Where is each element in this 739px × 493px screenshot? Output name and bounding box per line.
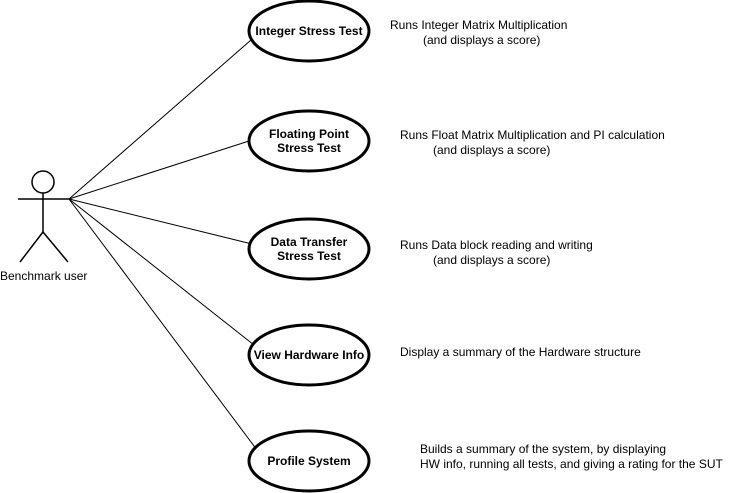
actor-leg-right — [42, 231, 69, 263]
usecase-data-line2: Stress Test — [277, 249, 341, 263]
usecase-float-desc-line2: (and displays a score) — [433, 143, 551, 157]
usecase-data-line1: Data Transfer — [270, 235, 348, 249]
association-hardware — [68, 198, 255, 346]
usecase-data-label: Data Transfer Stress Test — [249, 235, 369, 263]
usecase-profile-description: Builds a summary of the system, by displ… — [420, 442, 723, 472]
usecase-integer-line1: Integer Stress Test — [255, 24, 363, 38]
usecase-data-description: Runs Data block reading and writing (and… — [400, 238, 593, 268]
usecase-profile-line1: Profile System — [267, 454, 351, 468]
usecase-integer-desc-line2: (and displays a score) — [423, 33, 541, 47]
usecase-hardware-ellipse[interactable] — [247, 323, 371, 387]
usecase-data-desc-line2: (and displays a score) — [433, 253, 551, 267]
actor-label: Benchmark user — [0, 269, 88, 283]
association-profile — [68, 198, 258, 451]
usecase-integer-description: Runs Integer Matrix Multiplication (and … — [390, 18, 567, 48]
usecase-float-line2: Stress Test — [277, 141, 341, 155]
usecase-float-description: Runs Float Matrix Multiplication and PI … — [400, 128, 665, 158]
actor-stick-figure[interactable] — [18, 170, 69, 263]
usecase-float-line1: Floating Point — [269, 127, 349, 141]
usecase-hardware-desc-line1: Display a summary of the Hardware struct… — [400, 345, 641, 359]
usecase-float-ellipse[interactable] — [247, 109, 371, 173]
usecase-data-ellipse[interactable] — [247, 217, 371, 281]
usecase-hardware-description: Display a summary of the Hardware struct… — [400, 345, 641, 360]
usecase-data-desc-line1: Runs Data block reading and writing — [400, 238, 593, 252]
usecase-float-label: Floating Point Stress Test — [249, 127, 369, 155]
association-float — [68, 140, 250, 200]
usecase-profile-label: Profile System — [249, 447, 369, 475]
usecase-integer-label: Integer Stress Test — [249, 17, 369, 45]
usecase-hardware-label: View Hardware Info — [249, 341, 369, 369]
usecase-profile-desc-line1: Builds a summary of the system, by displ… — [420, 442, 667, 456]
usecase-integer-desc-line1: Runs Integer Matrix Multiplication — [390, 18, 568, 32]
association-integer — [68, 39, 252, 200]
association-lines — [68, 39, 258, 451]
actor-head — [31, 170, 55, 194]
usecase-integer-ellipse[interactable] — [247, 0, 371, 63]
usecase-profile-desc-line2: HW info, running all tests, and giving a… — [420, 457, 723, 471]
usecase-profile-ellipse[interactable] — [247, 429, 371, 493]
association-data — [68, 198, 253, 245]
usecase-float-desc-line1: Runs Float Matrix Multiplication and PI … — [400, 128, 665, 142]
usecase-hardware-line1: View Hardware Info — [253, 348, 365, 362]
actor-leg-left — [19, 231, 44, 263]
